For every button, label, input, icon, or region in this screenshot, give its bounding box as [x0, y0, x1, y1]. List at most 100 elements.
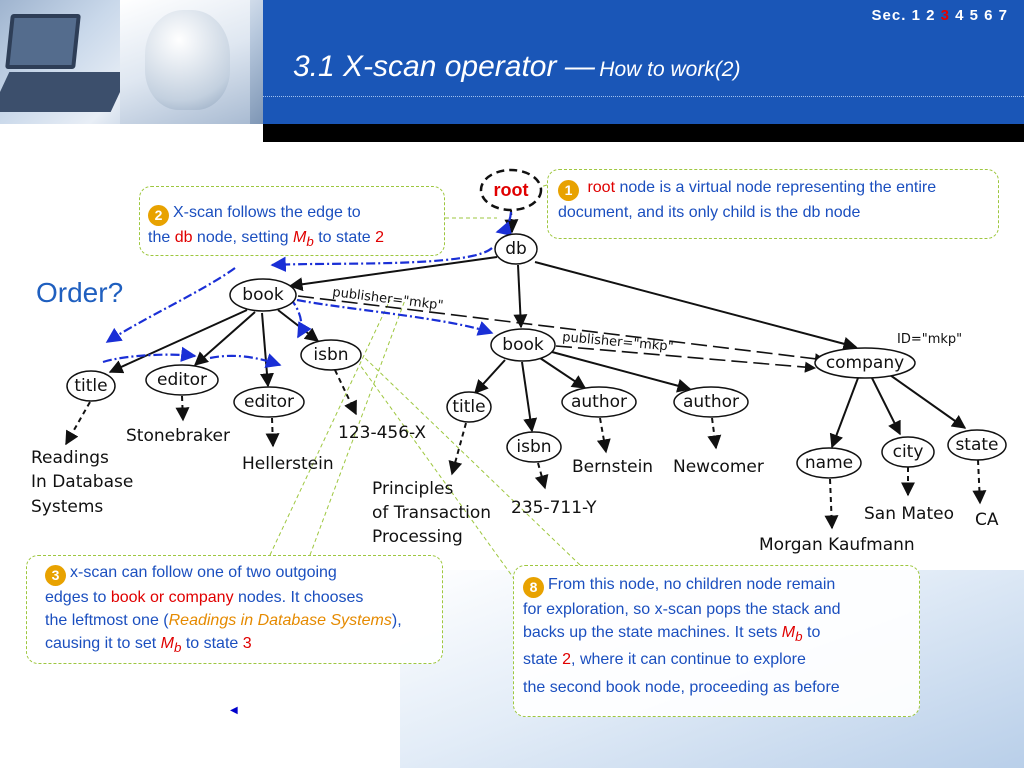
- slide-title: 3.1 X-scan operator — How to work(2): [293, 50, 740, 84]
- node-city-label: city: [893, 442, 924, 462]
- node-author-1: [561, 386, 637, 418]
- callout-8-to: to: [802, 624, 821, 641]
- leaf-principles-line-2: of Transaction: [372, 503, 491, 523]
- callout-3-m-variable: M: [160, 635, 174, 652]
- section-nav-item-7[interactable]: 7: [998, 7, 1008, 24]
- leaf-isbn-1-value: 123-456-X: [338, 423, 426, 443]
- node-title-2-label: title: [452, 397, 485, 417]
- callout-8-state-prefix: state: [523, 651, 563, 669]
- leaf-ca: CA: [975, 510, 999, 530]
- section-nav-item-1[interactable]: 1: [911, 7, 921, 24]
- callout-1-text: node is a virtual node representing the …: [558, 179, 937, 221]
- callout-connectors: [269, 184, 581, 581]
- callout-3-readings-keyword: Readings in Database Systems: [168, 612, 392, 629]
- reference-edges: [297, 295, 827, 373]
- edge-label-publisher-1: publisher="mkp": [332, 285, 445, 313]
- callout-3-to-state: to state: [181, 635, 243, 652]
- callout-3-edges-to: edges to: [45, 589, 111, 606]
- callout-2-db-keyword: db: [174, 229, 193, 246]
- callout-2-node-setting: node, setting: [192, 229, 293, 246]
- leaf-newcomer: Newcomer: [673, 457, 764, 477]
- node-db: [494, 233, 538, 265]
- leaf-isbn-2-value: 235-711-Y: [511, 498, 597, 518]
- traversal-path: [102, 211, 513, 368]
- node-title-2: [446, 391, 492, 423]
- edge-label-publisher-2: publisher="mkp": [562, 330, 675, 355]
- section-nav-item-6[interactable]: 6: [984, 7, 994, 24]
- root-node-label: root: [493, 180, 529, 200]
- node-title-1-label: title: [74, 376, 107, 396]
- mouse-shape: [145, 10, 230, 110]
- section-nav: Sec. 1 2 3 4 5 6 7: [872, 7, 1008, 24]
- node-state: [947, 429, 1007, 461]
- callout-3-nodes-chooses: nodes. It chooses: [233, 589, 364, 606]
- slide-pointer-icon: ◀: [230, 705, 238, 716]
- node-author-1-label: author: [571, 392, 627, 412]
- callout-3-b-subscript: b: [173, 640, 182, 656]
- callout-8-line-5: the second book node, proceeding as befo…: [523, 679, 840, 697]
- node-company-label: company: [826, 353, 904, 373]
- callout-1-root-keyword: root: [587, 179, 616, 196]
- leaf-edges: [65, 369, 987, 530]
- leaf-san-mateo: San Mateo: [864, 504, 954, 524]
- callout-2-the: the: [148, 229, 175, 246]
- node-isbn-1: [300, 339, 362, 371]
- callout-2-line-1: X-scan follows the edge to: [173, 204, 361, 221]
- callout-8-line-2: for exploration, so x-scan pops the stac…: [523, 601, 841, 618]
- section-nav-item-2[interactable]: 2: [926, 7, 936, 24]
- leaf-stonebraker: Stonebraker: [126, 426, 230, 446]
- section-nav-item-4[interactable]: 4: [955, 7, 965, 24]
- node-book-1-label: book: [242, 285, 284, 305]
- node-isbn-1-label: isbn: [313, 345, 348, 365]
- tree-edges: [108, 209, 967, 449]
- callout-2-state-value: 2: [375, 229, 385, 246]
- leaf-readings-line-2: In Database: [31, 472, 133, 492]
- callout-3-causing: ), causing it to set: [45, 612, 402, 652]
- id-attribute-label: ID="mkp": [897, 332, 962, 347]
- node-city: [881, 436, 935, 468]
- step-3-badge: 3: [45, 565, 66, 586]
- step-1-badge: 1: [558, 180, 579, 201]
- node-name-label: name: [805, 453, 853, 473]
- slide-title-main: 3.1 X-scan operator —: [293, 50, 595, 83]
- section-nav-item-3[interactable]: 3: [940, 7, 950, 24]
- node-book-2-label: book: [502, 335, 544, 355]
- node-editor-2: [233, 386, 305, 418]
- node-state-label: state: [955, 435, 998, 455]
- callout-8-line-1: From this node, no children node remain: [548, 576, 836, 593]
- node-isbn-2: [506, 431, 562, 463]
- leaf-principles-line-3: Processing: [372, 527, 463, 547]
- callout-8-b-subscript: b: [795, 629, 803, 645]
- section-nav-item-5[interactable]: 5: [969, 7, 979, 24]
- node-author-2: [673, 386, 749, 418]
- slide-title-sub: How to work(2): [599, 58, 741, 81]
- section-nav-prefix: Sec.: [871, 7, 907, 24]
- node-editor-1: [145, 364, 219, 396]
- node-title-1: [66, 370, 116, 402]
- step-2-badge: 2: [148, 205, 169, 226]
- callout-8-state-value: 2: [562, 651, 572, 669]
- leaf-readings-line-1: Readings: [31, 448, 109, 468]
- callout-step-1: 1 root node is a virtual node representi…: [547, 169, 999, 239]
- callout-3-state-value: 3: [242, 635, 252, 652]
- leaf-bernstein: Bernstein: [572, 457, 653, 477]
- leaf-hellerstein: Hellerstein: [242, 454, 334, 474]
- callout-2-to-state: to state: [313, 229, 376, 246]
- order-question: Order?: [36, 277, 124, 308]
- node-name: [796, 447, 862, 479]
- node-book-1: [229, 278, 297, 312]
- header-band: [263, 0, 1024, 124]
- callout-2-m-variable: M: [293, 229, 307, 246]
- header-bottom-bar: [263, 124, 1024, 142]
- node-editor-1-label: editor: [157, 370, 207, 390]
- node-company: [814, 347, 916, 379]
- callout-3-book-company-keyword: book or company: [110, 589, 234, 606]
- header-dotted-line: [263, 96, 1024, 97]
- node-author-2-label: author: [683, 392, 739, 412]
- callout-2-b-subscript: b: [306, 234, 314, 250]
- tree-nodes: [66, 233, 1007, 479]
